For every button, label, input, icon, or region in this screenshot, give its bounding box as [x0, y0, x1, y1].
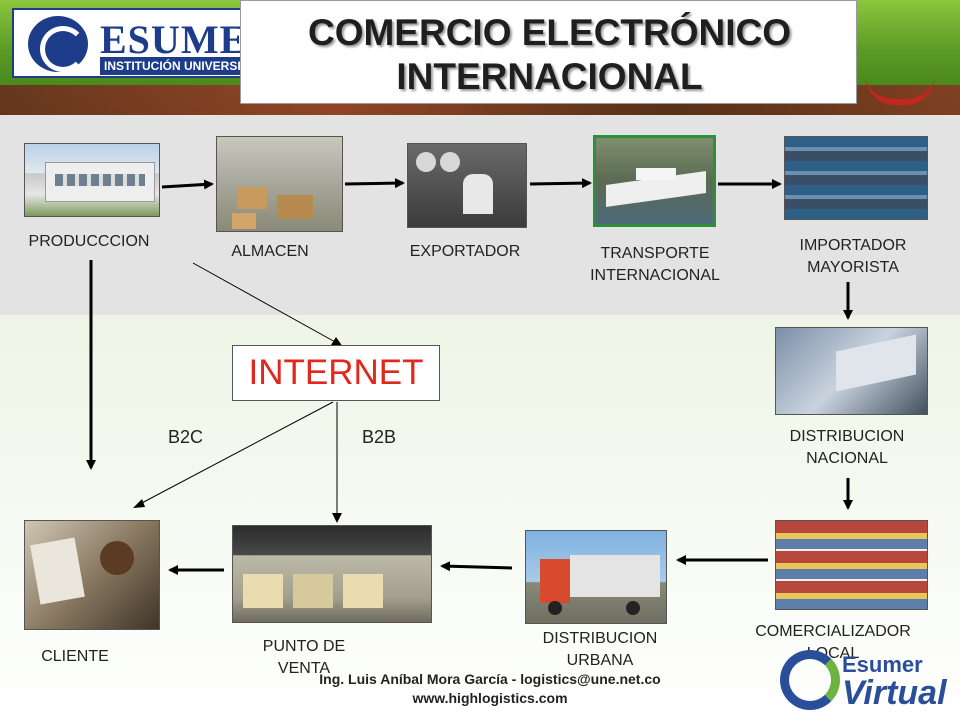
title-box: COMERCIO ELECTRÓNICO INTERNACIONAL	[240, 0, 857, 104]
arrow-almacen-exportador	[344, 178, 405, 189]
arrowhead-internet-b2c	[133, 499, 145, 508]
virtual-logo-top: Esumer	[842, 652, 923, 677]
distribucion-urbana-image	[525, 530, 667, 624]
label-b2c: B2C	[168, 427, 204, 447]
arrowhead-produccion-internet	[331, 337, 343, 347]
comercializador-image	[775, 520, 928, 610]
arrowhead-internet-b2b	[332, 513, 342, 523]
arrow-disturbana-puntoventa	[440, 561, 513, 572]
importador-image	[784, 136, 928, 220]
almacen-image	[216, 136, 343, 232]
label-produccion: PRODUCCCION	[28, 233, 150, 250]
esumer-emblem-icon	[28, 16, 88, 72]
esumer-virtual-logo: Esumer Virtual	[770, 650, 950, 715]
footer-author: Ing. Luis Aníbal Mora García - logistics…	[319, 671, 661, 687]
title-line-1: COMERCIO ELECTRÓNICO	[307, 12, 792, 53]
label-cliente: CLIENTE	[41, 648, 109, 665]
produccion-image	[24, 143, 160, 217]
virtual-logo-bottom: Virtual	[842, 674, 947, 712]
distribucion-nacional-image	[775, 327, 928, 415]
label-transporte: TRANSPORTE INTERNACIONAL	[590, 245, 720, 284]
label-almacen: ALMACEN	[231, 243, 309, 260]
arrow-produccion-almacen	[161, 179, 214, 190]
cliente-image	[24, 520, 160, 630]
arrow-internet-b2c	[137, 401, 334, 506]
title-line-2: INTERNACIONAL	[396, 56, 703, 97]
arrow-exportador-transporte	[529, 178, 592, 189]
punto-venta-image	[232, 525, 432, 623]
footer-website: www.highlogistics.com	[412, 690, 568, 706]
internet-node: INTERNET	[232, 345, 440, 401]
brand-swoosh-icon	[865, 75, 935, 105]
label-punto-venta: PUNTO DE VENTA	[262, 638, 346, 677]
label-distribucion-nacional: DISTRIBUCION NACIONAL	[789, 428, 905, 467]
label-distribucion-urbana: DISTRIBUCION URBANA	[542, 630, 658, 669]
exportador-image	[407, 143, 527, 228]
label-b2b: B2B	[362, 427, 397, 447]
label-importador: IMPORTADOR MAYORISTA	[799, 237, 907, 276]
arrow-produccion-internet	[192, 262, 338, 344]
transporte-image	[593, 135, 716, 227]
slide-title: COMERCIO ELECTRÓNICO INTERNACIONAL	[241, 11, 858, 99]
virtual-e-icon	[780, 650, 840, 710]
footer-credits: Ing. Luis Aníbal Mora García - logistics…	[280, 670, 700, 708]
label-exportador: EXPORTADOR	[409, 243, 521, 260]
